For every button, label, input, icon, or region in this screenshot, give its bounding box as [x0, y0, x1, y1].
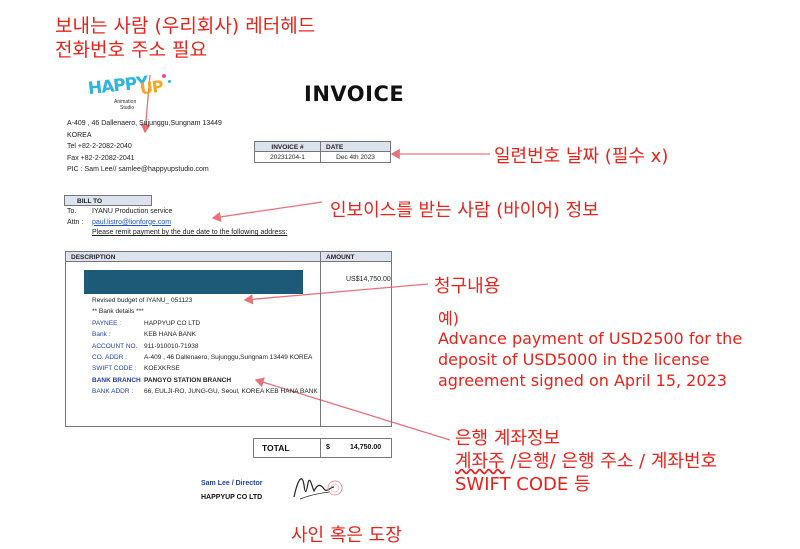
invoice-number-value: 20231204-1 — [254, 151, 321, 163]
signer-company: HAPPYUP CO LTD — [201, 494, 263, 501]
bank-label: Bank : — [92, 331, 111, 339]
total-value: 14,750.00 — [350, 444, 382, 451]
arrow-letterhead — [140, 74, 151, 134]
annotation-signature: 사인 혹은 도장 — [291, 525, 402, 546]
coaddr-label: CO. ADDR : — [92, 354, 128, 362]
total-currency: $ — [326, 444, 330, 451]
annotation-example-line1: Advance payment of USD2500 for the — [438, 329, 743, 348]
swift-label: SWIFT CODE : — [92, 365, 137, 373]
bank-details-title: ** Bank details *** — [92, 308, 144, 316]
sender-pic: PIC : Sam Lee// samlee@happyupstudio.com — [67, 166, 209, 173]
redacted-description — [84, 270, 303, 294]
sender-fax: Fax +82-2-2082-2041 — [67, 154, 135, 162]
total-row — [253, 438, 392, 458]
total-divider — [320, 438, 321, 458]
bill-to-to: To. IYANU Production service — [67, 207, 287, 218]
swift-value: KOEXKRSE — [144, 365, 180, 373]
invoice-title: INVOICE — [304, 82, 405, 106]
branch-value: PANGYO STATION BRANCH — [144, 376, 232, 384]
annotation-example-line2: deposit of USD5000 in the license — [438, 350, 710, 369]
amount-value: US$14,750.00 — [346, 276, 391, 283]
bank-row: Bank : KEB HANA BANK — [92, 329, 318, 340]
arrow-bank — [254, 377, 451, 441]
annotation-serial-date: 일련번호 날짜 (필수 x) — [494, 146, 669, 167]
logo-dot-2 — [168, 80, 171, 83]
annotation-billing: 청구내용 — [434, 276, 501, 297]
bank-value: KEB HANA BANK — [144, 331, 197, 339]
bankaddr-label: BANK ADDR : — [92, 388, 134, 396]
arrow-billing — [243, 283, 429, 305]
bill-to-to-label: To. — [67, 208, 77, 215]
account-row: ACCOUNT NO. 911-910010-71938 — [92, 341, 318, 352]
annotation-example-title: 예) — [438, 309, 459, 328]
bill-to-to-value: IYANU Production service — [92, 208, 173, 215]
logo-sub-1: Animation — [114, 99, 137, 105]
annotation-bank-2: 계좌주 /은행/ 은행 주소 / 계좌번호 — [455, 447, 717, 473]
sender-tel: Tel +82-2-2082-2040 — [67, 143, 132, 150]
bill-to-attn-label: Attn : — [67, 218, 84, 226]
signer-name: Sam Lee / Director — [201, 480, 263, 487]
logo-word-up: UP — [138, 76, 164, 99]
logo-sub-2: Studio — [120, 105, 135, 111]
logo-dot-1 — [162, 74, 166, 78]
annotation-letterhead-2: 전화번호 주소 필요 — [55, 39, 207, 61]
branch-label: BANK BRANCH — [92, 376, 141, 384]
coaddr-row: CO. ADDR : A-409 , 46 Dallenaero, Sujungg… — [92, 352, 318, 363]
invoice-date-value: Dec 4th 2023 — [320, 151, 391, 163]
description-header: DESCRIPTION — [65, 251, 321, 262]
sender-country: KOREA — [67, 131, 92, 139]
annotation-bank-2b: /은행/ 은행 주소 / 계좌번호 — [504, 451, 718, 472]
bill-to-header: BILL TO — [64, 195, 152, 206]
bill-to-note: Please remit payment by the due date to … — [92, 229, 288, 236]
account-value: 911-910010-71938 — [144, 342, 199, 350]
sender-address: A-409 , 46 Dallenaero, Sujunggu,Sungnam … — [67, 120, 222, 127]
annotation-bank-2a: 계좌주 — [455, 451, 505, 472]
column-divider — [320, 261, 321, 427]
amount-header: AMOUNT — [320, 251, 392, 262]
coaddr-value: A-409 , 46 Dallenaero, Sujunggu,Sungnam … — [144, 354, 313, 362]
account-label: ACCOUNT NO. — [92, 342, 138, 350]
bankaddr-value: 66, EULJI-RO, JUNG-GU, Seoul, KOREA KEB … — [144, 388, 318, 396]
company-logo: HAPPY UP Animation Studio — [84, 72, 174, 117]
bill-to-attn: Attn : paul.listro@lionforge.com — [67, 218, 287, 229]
payee-row: PAYNEE : HAPPYUP CO LTD — [92, 318, 318, 329]
bill-to-block: To. IYANU Production service Attn : paul.l… — [67, 207, 287, 239]
bill-to-attn-email[interactable]: paul.listro@lionforge.com — [92, 218, 172, 226]
line-items: Revised budget of IYANU_ 051123 ** Bank … — [92, 295, 318, 398]
annotation-buyer-info: 인보이스를 받는 사람 (바이어) 정보 — [330, 200, 599, 221]
total-label: TOTAL — [262, 443, 290, 453]
revised-budget: Revised budget of IYANU_ 051123 — [92, 297, 193, 304]
signature-image — [293, 478, 343, 500]
payee-value: HAPPYUP CO LTD — [144, 319, 201, 327]
arrow-buyer-info — [211, 201, 323, 223]
sender-block: A-409 , 46 Dallenaero, Sujunggu,Sungnam … — [67, 118, 222, 176]
annotation-example-line3: agreement signed on April 15, 2023 — [438, 371, 727, 390]
bankaddr-row: BANK ADDR : 66, EULJI-RO, JUNG-GU, Seoul,… — [92, 386, 318, 397]
annotation-bank-1: 은행 계좌정보 — [455, 428, 561, 449]
payee-label: PAYNEE : — [92, 319, 122, 327]
annotation-letterhead-1: 보내는 사람 (우리회사) 레터헤드 — [55, 15, 316, 37]
swift-row: SWIFT CODE : KOEXKRSE — [92, 363, 318, 374]
annotation-bank-3: SWIFT CODE 등 — [455, 474, 591, 495]
